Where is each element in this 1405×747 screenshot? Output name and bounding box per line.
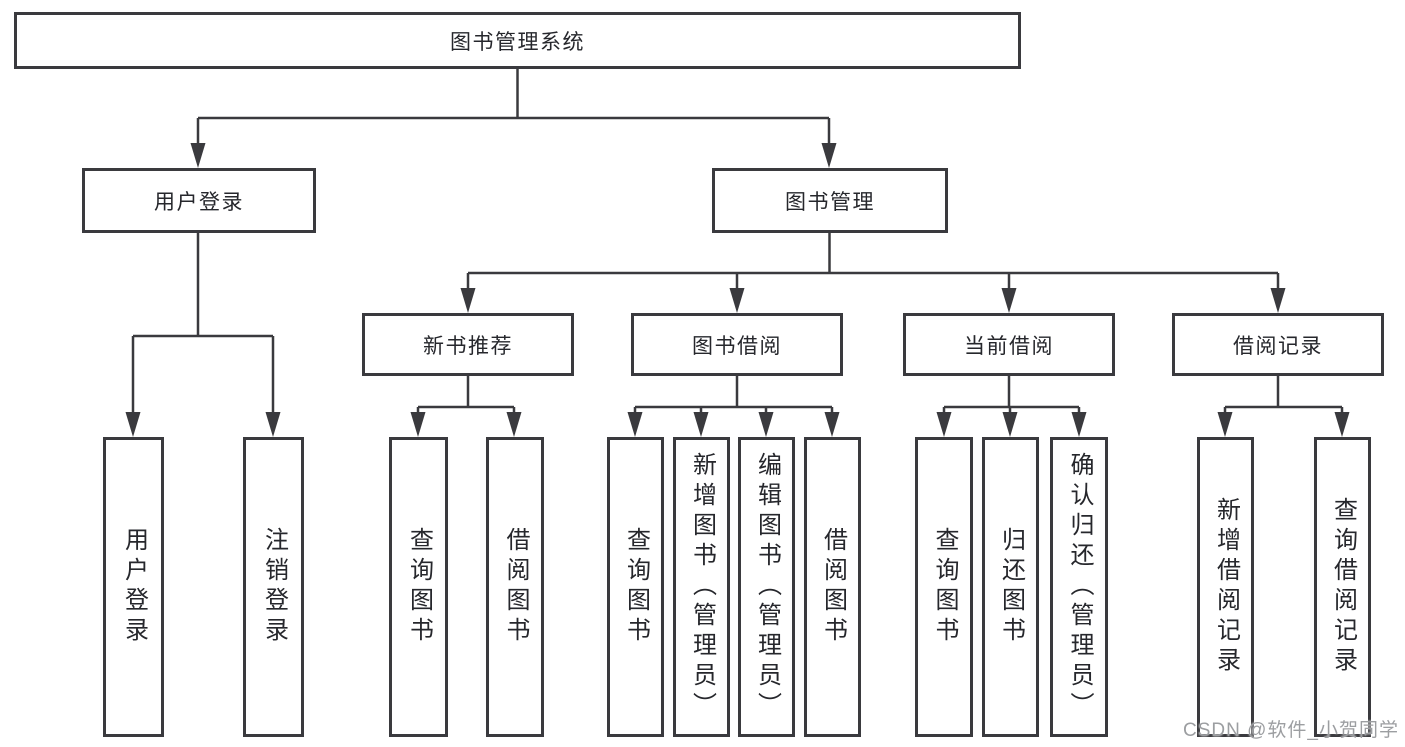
- leaf-add-borrow-record-label: 新增借阅记录: [1212, 497, 1240, 677]
- leaf-user-login: 用户登录: [103, 437, 164, 737]
- node-book-borrowing-label: 图书借阅: [692, 334, 782, 358]
- node-new-book-recommendation-label: 新书推荐: [423, 334, 513, 358]
- leaf-add-books-admin: 新增图书（管理员）: [673, 437, 730, 737]
- leaf-borrowing-query-books: 查询图书: [607, 437, 664, 737]
- leaf-current-query-books: 查询图书: [915, 437, 973, 737]
- leaf-borrowing-query-books-label: 查询图书: [622, 527, 650, 647]
- leaf-user-login-label: 用户登录: [120, 527, 148, 647]
- node-book-management-label: 图书管理: [785, 190, 875, 214]
- leaf-current-query-books-label: 查询图书: [931, 527, 958, 647]
- leaf-return-books-label: 归还图书: [997, 527, 1025, 647]
- leaf-logout-login-label: 注销登录: [260, 527, 288, 647]
- node-user-login-label: 用户登录: [154, 190, 244, 214]
- leaf-recommend-borrow-books: 借阅图书: [486, 437, 544, 737]
- leaf-recommend-borrow-books-label: 借阅图书: [502, 527, 529, 647]
- node-new-book-recommendation: 新书推荐: [362, 313, 574, 376]
- leaf-return-books: 归还图书: [982, 437, 1039, 737]
- node-borrowing-records: 借阅记录: [1172, 313, 1384, 376]
- leaf-query-borrow-record-label: 查询借阅记录: [1329, 497, 1357, 677]
- node-book-management: 图书管理: [712, 168, 948, 233]
- leaf-borrowing-borrow-books-label: 借阅图书: [819, 527, 847, 647]
- leaf-recommend-query-books: 查询图书: [389, 437, 448, 737]
- node-user-login: 用户登录: [82, 168, 316, 233]
- leaf-edit-books-admin-label: 编辑图书（管理员）: [753, 452, 781, 722]
- leaf-add-borrow-record: 新增借阅记录: [1197, 437, 1254, 737]
- leaf-add-books-admin-label: 新增图书（管理员）: [688, 452, 716, 722]
- leaf-confirm-return-admin-label: 确认归还（管理员）: [1066, 452, 1093, 722]
- node-current-borrowing-label: 当前借阅: [964, 334, 1054, 358]
- node-book-borrowing: 图书借阅: [631, 313, 843, 376]
- leaf-query-borrow-record: 查询借阅记录: [1314, 437, 1371, 737]
- csdn-watermark: CSDN @软件_小贺同学: [1183, 720, 1399, 741]
- leaf-borrowing-borrow-books: 借阅图书: [804, 437, 861, 737]
- leaf-confirm-return-admin: 确认归还（管理员）: [1050, 437, 1108, 737]
- leaf-edit-books-admin: 编辑图书（管理员）: [738, 437, 795, 737]
- node-borrowing-records-label: 借阅记录: [1233, 334, 1323, 358]
- node-root-label: 图书管理系统: [450, 30, 585, 54]
- leaf-recommend-query-books-label: 查询图书: [405, 527, 433, 647]
- leaf-logout-login: 注销登录: [243, 437, 304, 737]
- node-root: 图书管理系统: [14, 12, 1021, 69]
- node-current-borrowing: 当前借阅: [903, 313, 1115, 376]
